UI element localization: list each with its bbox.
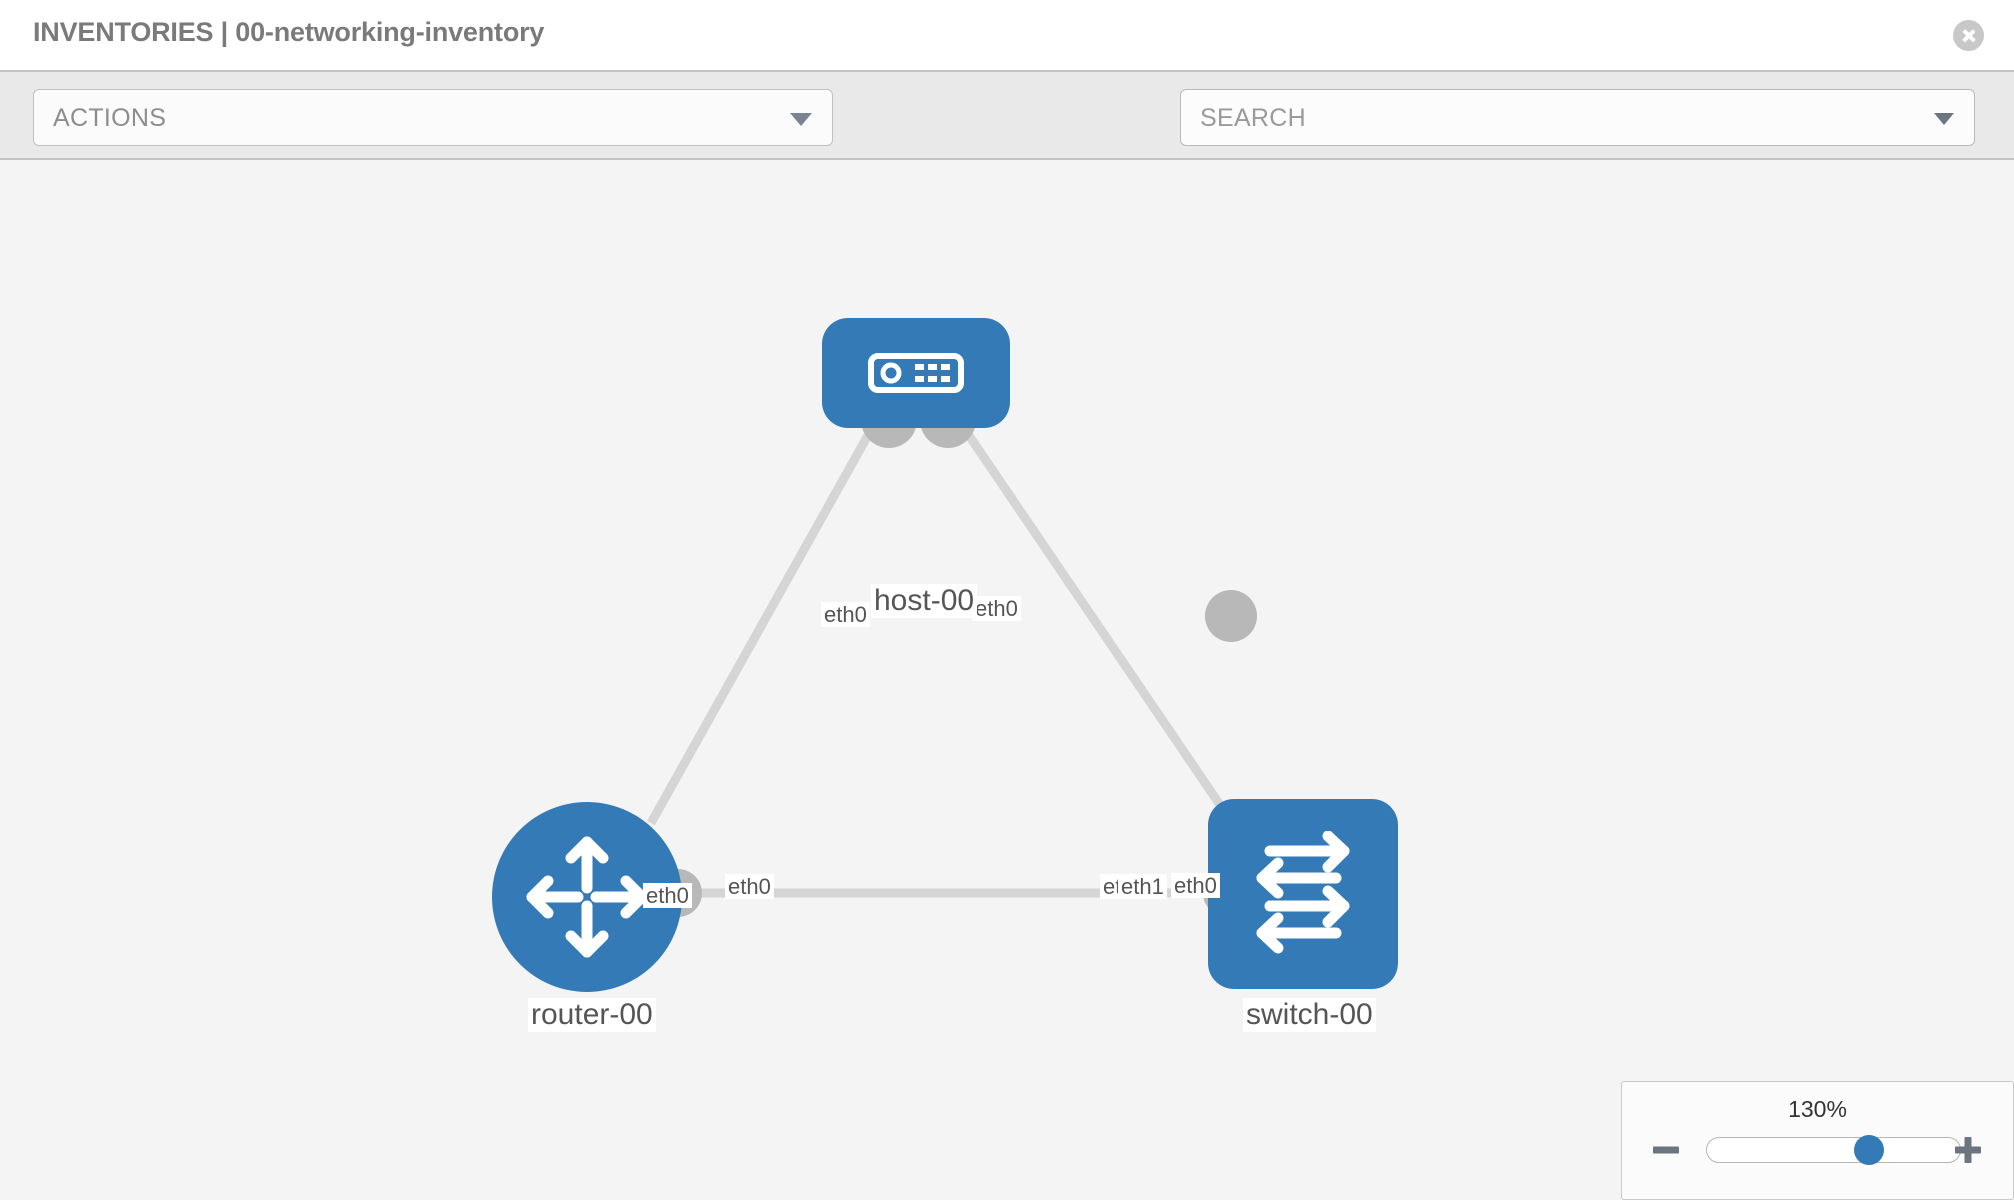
- interface-label-host-right: eth0: [972, 596, 1021, 622]
- topology-graph: [647, 392, 1257, 917]
- node-host-00[interactable]: [822, 318, 1010, 428]
- interface-label-switch-left: eth1: [1118, 874, 1167, 900]
- server-icon: [868, 353, 964, 393]
- edge-host-router: [647, 409, 885, 826]
- search-input[interactable]: SEARCH: [1180, 89, 1975, 146]
- node-label-switch-00: switch-00: [1243, 998, 1376, 1032]
- router-icon: [526, 836, 648, 958]
- interface-label-host-left: eth0: [821, 602, 870, 628]
- node-label-host-00: host-00: [871, 584, 978, 618]
- interface-label-router-up: eth0: [643, 883, 692, 909]
- page-header: INVENTORIES | 00-networking-inventory: [0, 0, 2014, 70]
- interface-label-router-right: eth0: [725, 874, 774, 900]
- page-title: INVENTORIES | 00-networking-inventory: [33, 17, 545, 47]
- edge-host-switch: [949, 409, 1239, 830]
- search-placeholder: SEARCH: [1200, 104, 1306, 132]
- connector-nub: [1205, 590, 1257, 642]
- toolbar: ACTIONS SEARCH: [0, 70, 2014, 206]
- node-switch-00[interactable]: [1208, 799, 1398, 989]
- zoom-slider-thumb[interactable]: [1853, 1135, 1884, 1165]
- chevron-down-icon: [790, 112, 812, 126]
- interface-label-switch-up: eth0: [1171, 873, 1220, 899]
- zoom-level-label: 130%: [1788, 1096, 1847, 1122]
- switch-icon: [1256, 831, 1350, 954]
- zoom-slider[interactable]: [1706, 1135, 1961, 1165]
- actions-dropdown[interactable]: ACTIONS: [33, 89, 833, 146]
- node-router-00[interactable]: [492, 802, 682, 992]
- actions-dropdown-label: ACTIONS: [53, 104, 167, 132]
- zoom-out-button[interactable]: [1650, 1134, 1682, 1166]
- zoom-control: 130%: [1621, 1081, 2014, 1200]
- topology-canvas[interactable]: eth0 eth0 host-00 eth0 eth0 eth0 eth eth…: [0, 160, 2014, 1200]
- chevron-down-icon: [1934, 112, 1954, 125]
- close-icon[interactable]: [1953, 20, 1984, 51]
- node-label-router-00: router-00: [528, 998, 656, 1032]
- zoom-in-button[interactable]: [1952, 1134, 1984, 1166]
